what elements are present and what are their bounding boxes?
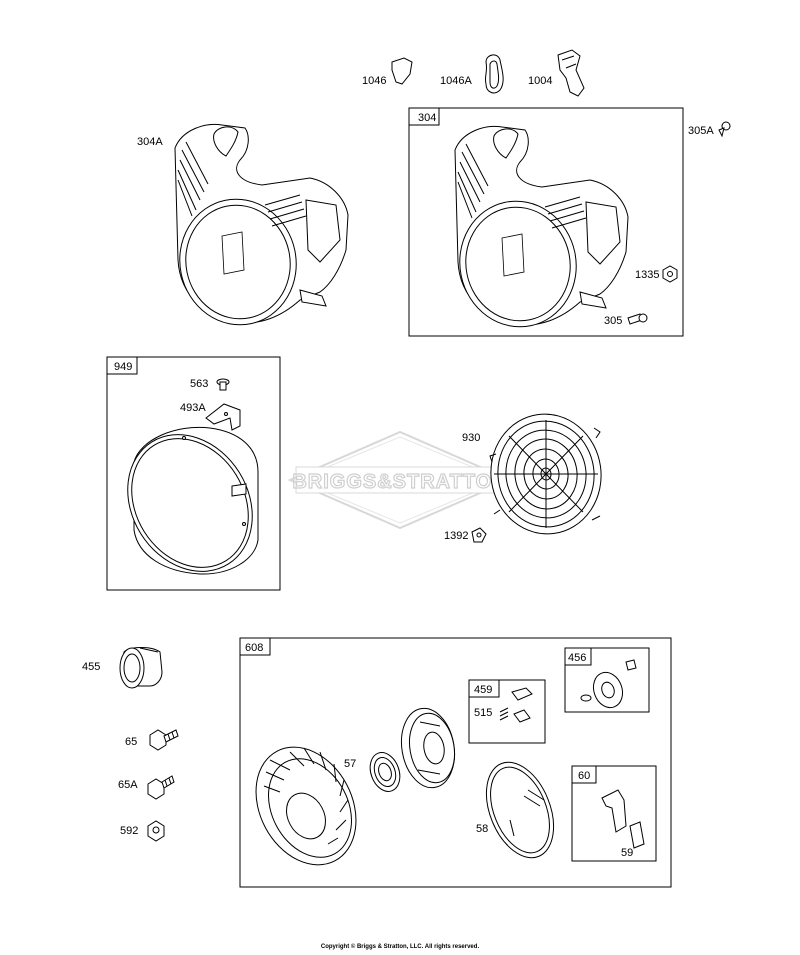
part-563-screw bbox=[217, 379, 229, 390]
part-592-nut bbox=[148, 821, 164, 841]
copyright-notice: Copyright © Briggs & Stratton, LLC. All … bbox=[320, 944, 480, 950]
label-1046A: 1046A bbox=[440, 75, 472, 87]
label-1392: 1392 bbox=[444, 530, 468, 542]
box-459: 459 bbox=[468, 679, 546, 744]
part-305A-screw bbox=[719, 122, 730, 136]
label-305: 305 bbox=[604, 315, 622, 327]
part-305-screw bbox=[628, 314, 647, 324]
box-60: 60 bbox=[571, 765, 657, 862]
box-949: 949 bbox=[106, 356, 281, 591]
retainer-kit-456 bbox=[581, 660, 636, 712]
box-456: 456 bbox=[564, 647, 650, 713]
watermark-text: BRIGGS&STRATTON bbox=[292, 471, 507, 493]
briggs-stratton-watermark: BRIGGS&STRATTON bbox=[287, 430, 513, 530]
label-1335: 1335 bbox=[635, 269, 659, 281]
box-456-label: 456 bbox=[568, 652, 586, 664]
part-1004-guard bbox=[558, 50, 584, 96]
box-949-label: 949 bbox=[114, 361, 132, 373]
label-59: 59 bbox=[621, 847, 633, 859]
label-57: 57 bbox=[344, 758, 356, 770]
blower-housing-304A bbox=[168, 124, 348, 335]
label-493A: 493A bbox=[180, 402, 206, 414]
label-563: 563 bbox=[190, 378, 208, 390]
part-949-housing bbox=[103, 411, 278, 595]
part-labels: 1046 1046A 1004 304A 305A 1335 305 563 4… bbox=[82, 75, 714, 859]
box-304: 304 bbox=[408, 107, 684, 337]
recoil-spring-57 bbox=[365, 748, 405, 795]
blower-housing-304 bbox=[448, 126, 628, 337]
label-1004: 1004 bbox=[528, 75, 552, 87]
rope-58 bbox=[473, 752, 566, 867]
starter-pulley bbox=[395, 704, 460, 792]
part-1335-nut bbox=[663, 266, 677, 282]
part-1392-nut bbox=[472, 528, 486, 542]
box-60-label: 60 bbox=[578, 770, 590, 782]
label-58: 58 bbox=[476, 823, 488, 835]
label-65: 65 bbox=[125, 736, 137, 748]
pawl-kit-459 bbox=[500, 688, 532, 722]
part-65A-bolt bbox=[148, 776, 174, 799]
box-608-label: 608 bbox=[245, 642, 263, 654]
label-304A: 304A bbox=[137, 136, 163, 148]
label-65A: 65A bbox=[118, 779, 138, 791]
part-493A-bracket bbox=[206, 404, 240, 430]
label-305A: 305A bbox=[688, 125, 714, 137]
handle-kit-60 bbox=[602, 790, 644, 848]
label-515: 515 bbox=[474, 707, 492, 719]
label-455: 455 bbox=[82, 661, 100, 673]
part-930-grille bbox=[483, 407, 609, 541]
box-304-label: 304 bbox=[418, 112, 436, 124]
label-1046: 1046 bbox=[362, 75, 386, 87]
part-455-bushing bbox=[120, 648, 162, 689]
part-1046-clip bbox=[392, 58, 412, 84]
part-65-bolt bbox=[150, 730, 178, 750]
label-930: 930 bbox=[462, 432, 480, 444]
box-459-label: 459 bbox=[474, 684, 492, 696]
box-608: 608 bbox=[239, 637, 672, 888]
starter-housing bbox=[236, 730, 375, 883]
label-592: 592 bbox=[120, 825, 138, 837]
part-1046A-clip bbox=[485, 55, 503, 93]
